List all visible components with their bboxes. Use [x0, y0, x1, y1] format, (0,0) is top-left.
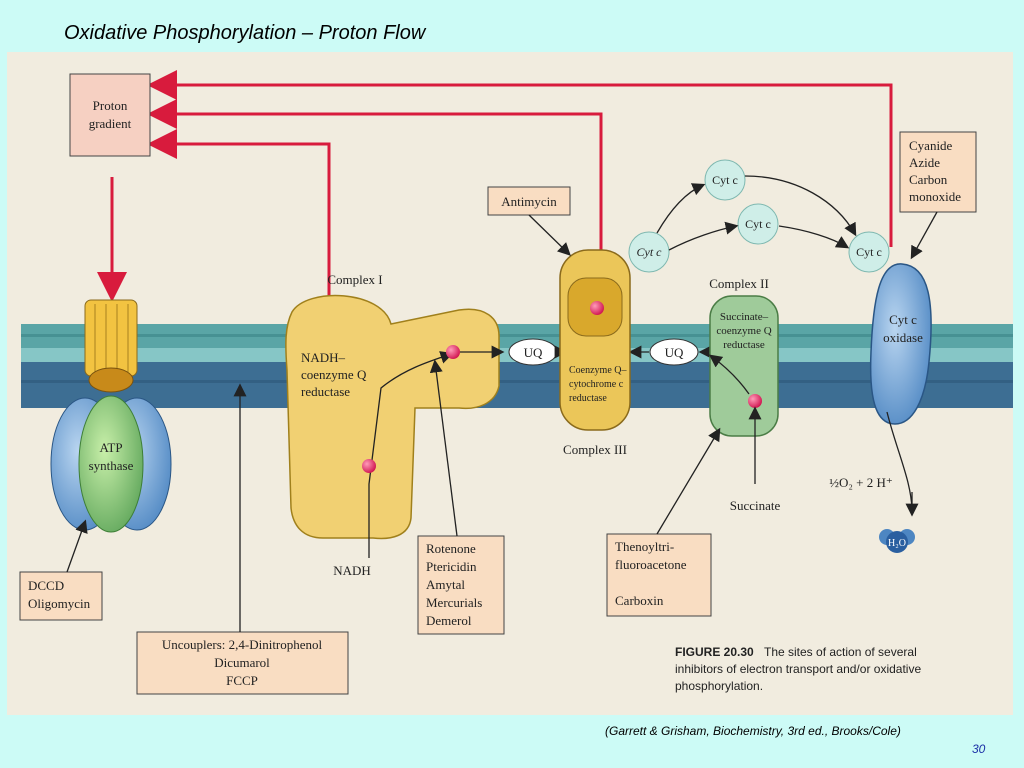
- thenoyltri-label-3: Carboxin: [615, 593, 664, 608]
- water-label: H₂O: [888, 538, 906, 549]
- uncouplers-label-2: Dicumarol: [214, 655, 270, 670]
- complex-i-electron-path: [368, 351, 454, 558]
- cyt-c-label: Cyt c: [745, 217, 771, 231]
- complex-i-enzyme-3: reductase: [301, 384, 350, 399]
- figure-caption-line-1: The sites of action of several: [764, 645, 917, 659]
- cyanide-label-2: Azide: [909, 155, 940, 170]
- rotenone-box: [417, 535, 505, 635]
- complex-ii-name: Complex II: [709, 276, 769, 291]
- cyt-oxidase-label-1: Cyt c: [889, 312, 917, 327]
- dccd-label-2: Oligomycin: [28, 596, 91, 611]
- cyt-c-arrows: [656, 175, 857, 251]
- proton-gradient-box: [69, 73, 151, 157]
- complex-ii-electron-path: [708, 354, 750, 395]
- proton-gradient-label-1: Proton: [93, 98, 128, 113]
- diagram-svg: Proton gradient ATP synthase Complex I N…: [19, 70, 1013, 695]
- electron-icon: [446, 345, 460, 359]
- complex-ii-enzyme-1: Succinate–: [720, 311, 769, 323]
- atp-synthase-label-2: synthase: [89, 458, 134, 473]
- uq-label-left: UQ: [524, 345, 543, 360]
- thenoyltri-label-1: Thenoyltri-: [615, 539, 674, 554]
- inner-membrane: [21, 324, 1013, 408]
- antimycin-box: [487, 186, 571, 216]
- rotenone-label-5: Demerol: [426, 613, 472, 628]
- oxygen-reaction-label: ½O₂ + 2 H⁺: [829, 475, 893, 490]
- complex-i-enzyme-2: coenzyme Q: [301, 367, 367, 382]
- uq-label-right: UQ: [665, 345, 684, 360]
- oxidase-reaction-arrow: [886, 411, 913, 513]
- figure-caption-line-3: phosphorylation.: [675, 679, 763, 693]
- cyt-oxidase-label-2: oxidase: [883, 330, 923, 345]
- nadh-label: NADH: [333, 563, 371, 578]
- complex-iii-enzyme-3: reductase: [569, 393, 607, 404]
- complex-iii: [559, 249, 631, 431]
- complex-ii-enzyme-3: reductase: [723, 339, 765, 351]
- rotenone-arrow: [429, 359, 458, 537]
- cyanide-box: [899, 131, 977, 213]
- uncouplers-box: [136, 631, 349, 695]
- electron-icon: [748, 394, 762, 408]
- rotenone-label-2: Ptericidin: [426, 559, 477, 574]
- rotenone-label-4: Mercurials: [426, 595, 482, 610]
- succinate-label: Succinate: [730, 498, 781, 513]
- atp-synthase: [50, 299, 172, 533]
- cyanide-label-4: monoxide: [909, 189, 961, 204]
- cyt-c-label: Cyt c: [712, 173, 738, 187]
- complex-i: [285, 294, 500, 540]
- cyt-c-bubbles: [628, 159, 890, 273]
- dccd-label-1: DCCD: [28, 578, 64, 593]
- cyt-c-label: Cyt c: [856, 245, 882, 259]
- atp-synthase-label-1: ATP: [99, 440, 122, 455]
- figure-caption-line-2: inhibitors of electron transport and/or …: [675, 662, 921, 676]
- proton-gradient-label-2: gradient: [89, 116, 132, 131]
- water-molecule-icon: [879, 529, 915, 553]
- figure-panel: Proton gradient ATP synthase Complex I N…: [7, 52, 1013, 715]
- antimycin-arrow: [528, 214, 571, 256]
- cyanide-label-3: Carbon: [909, 172, 948, 187]
- cyanide-arrow: [910, 211, 938, 260]
- dccd-box: [19, 571, 103, 621]
- figure-number: FIGURE 20.30: [675, 645, 754, 659]
- rotenone-label-3: Amytal: [426, 577, 465, 592]
- complex-i-name: Complex I: [327, 272, 382, 287]
- page-number: 30: [972, 742, 986, 756]
- uq-oval-right: [649, 338, 699, 366]
- complex-iii-enzyme-1: Coenzyme Q–: [569, 365, 627, 376]
- dccd-arrow: [66, 519, 88, 573]
- thenoyltri-arrow: [656, 427, 721, 535]
- citation: (Garrett & Grisham, Biochemistry, 3rd ed…: [605, 724, 901, 738]
- electron-icon: [362, 459, 376, 473]
- antimycin-label: Antimycin: [501, 194, 557, 209]
- proton-flow-arrows: [97, 70, 893, 314]
- complex-ii-enzyme-2: coenzyme Q: [716, 325, 771, 337]
- cyanide-label-1: Cyanide: [909, 138, 953, 153]
- electron-icon: [590, 301, 604, 315]
- complex-iii-enzyme-2: cytochrome c: [569, 379, 624, 390]
- thenoyltri-label-2: fluoroacetone: [615, 557, 687, 572]
- complex-i-enzyme-1: NADH–: [301, 350, 346, 365]
- uncouplers-label-1: Uncouplers: 2,4-Dinitrophenol: [162, 637, 323, 652]
- cyt-c-label: Cyt c: [637, 245, 663, 259]
- slide-title: Oxidative Phosphorylation – Proton Flow: [64, 22, 426, 44]
- complex-iii-name: Complex III: [563, 442, 627, 457]
- rotenone-label-1: Rotenone: [426, 541, 476, 556]
- uncouplers-label-3: FCCP: [226, 673, 258, 688]
- thenoyltri-box: [606, 533, 712, 617]
- cyt-c-oxidase: [869, 263, 932, 425]
